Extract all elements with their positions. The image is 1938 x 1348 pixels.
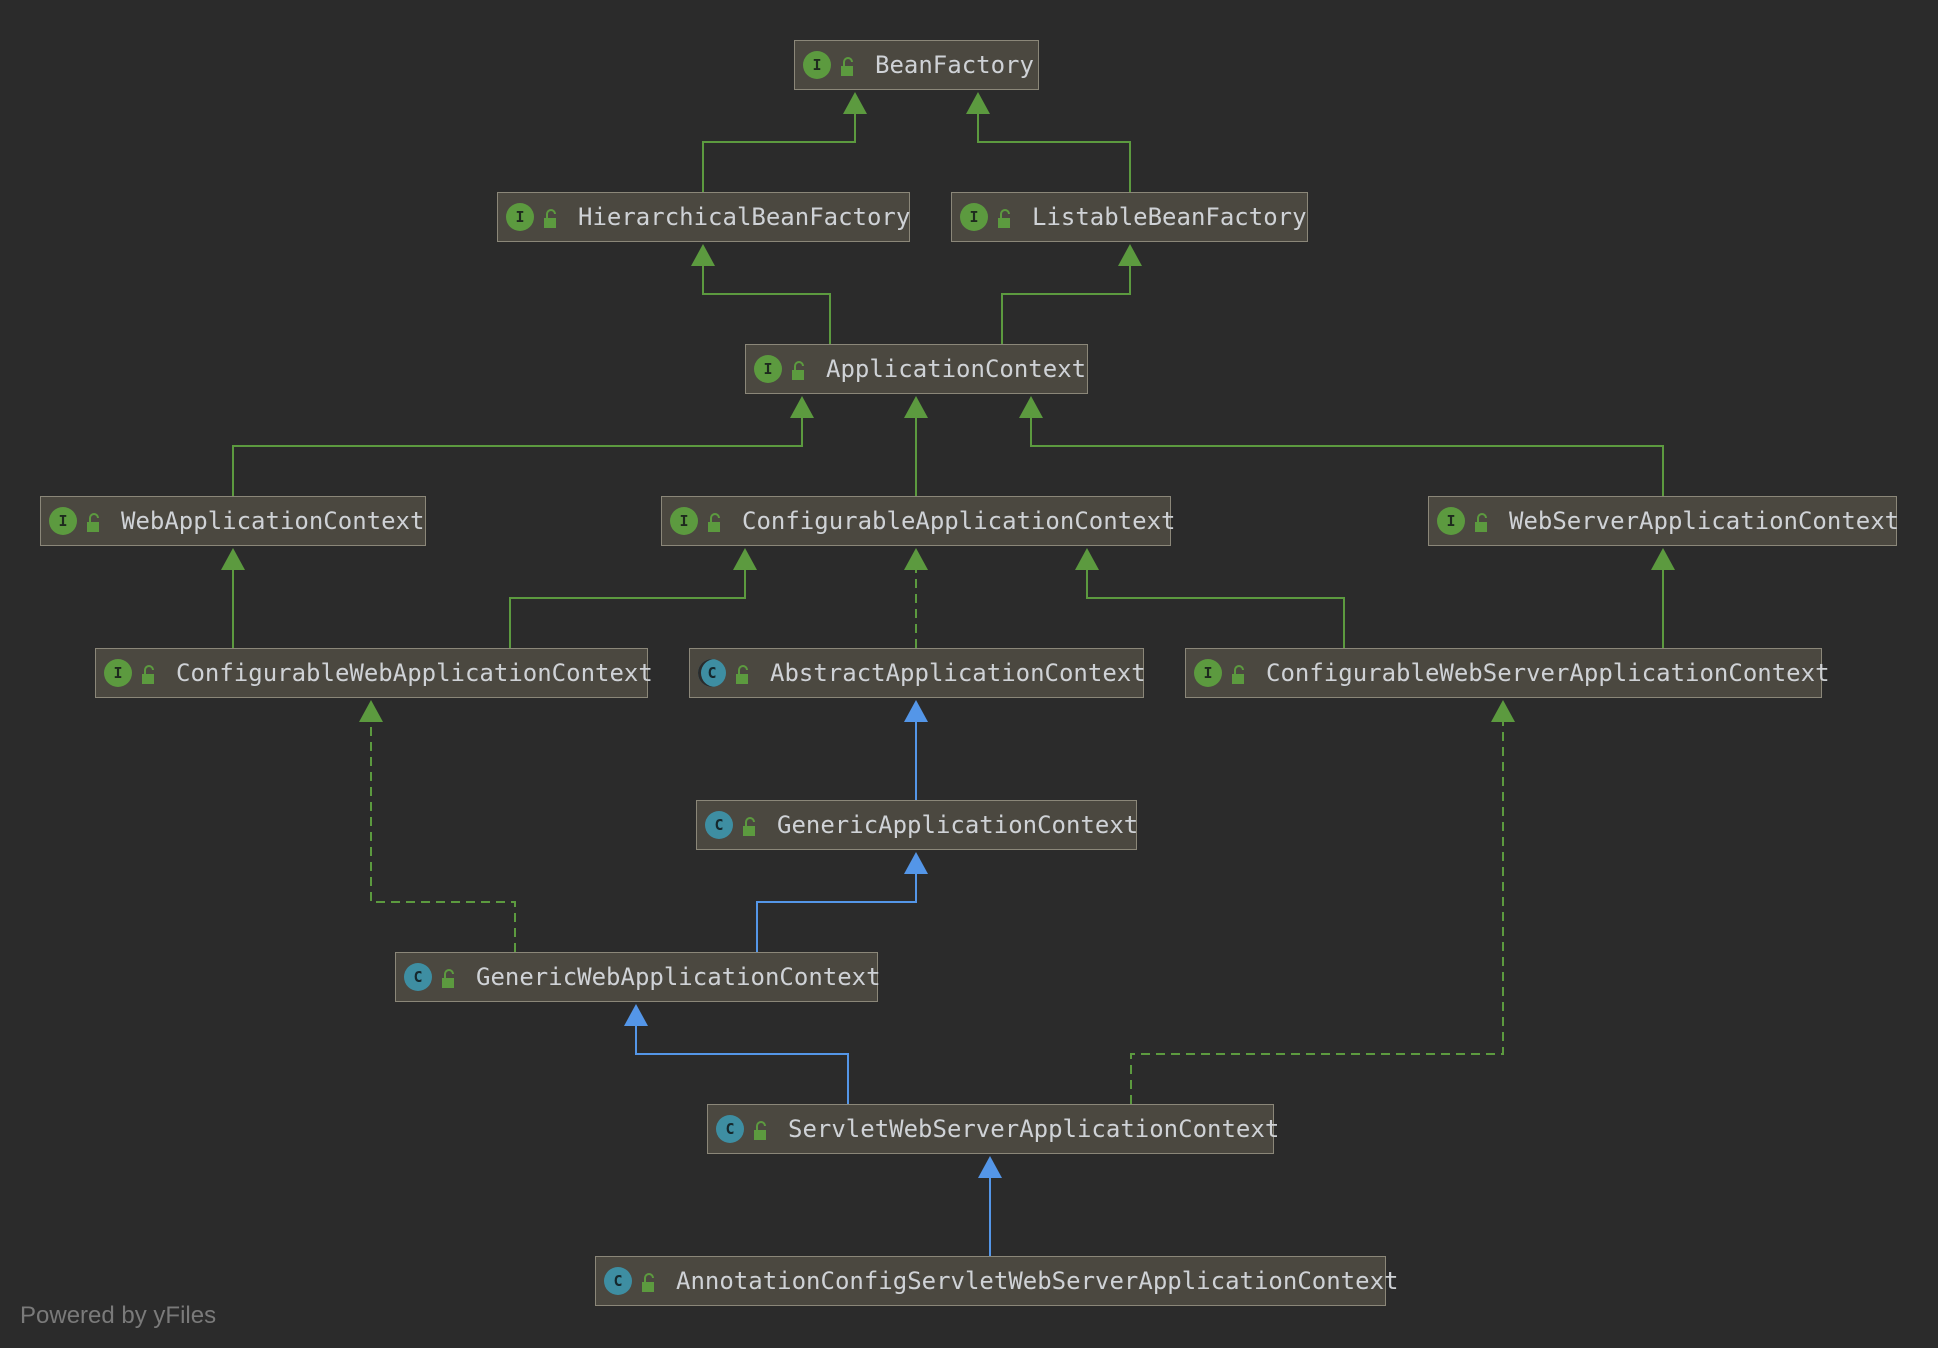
class-node-configurable-application-context[interactable]: I ConfigurableApplicationContext: [661, 496, 1175, 546]
class-node-label: WebServerApplicationContext: [1509, 507, 1900, 535]
class-node-hierarchical-bean-factory[interactable]: I HierarchicalBeanFactory: [497, 192, 910, 242]
arrowhead: [966, 92, 990, 114]
interface-icon: I: [1194, 659, 1222, 687]
class-node-annotation-config-servlet-web-server-application-context[interactable]: C AnnotationConfigServletWebServerApplica…: [595, 1256, 1398, 1306]
class-node-listable-bean-factory[interactable]: I ListableBeanFactory: [951, 192, 1308, 242]
inheritance-edge-extends-interface: [702, 266, 831, 344]
class-node-bean-factory[interactable]: I BeanFactory: [794, 40, 1039, 90]
public-lock-icon: [734, 663, 752, 684]
public-lock-icon: [1473, 511, 1491, 532]
arrowhead: [904, 700, 928, 722]
public-lock-icon: [741, 815, 759, 836]
class-node-label: ServletWebServerApplicationContext: [788, 1115, 1280, 1143]
class-node-label: BeanFactory: [875, 51, 1034, 79]
public-lock-icon: [140, 663, 158, 684]
class-node-label: ConfigurableWebServerApplicationContext: [1266, 659, 1830, 687]
interface-icon: I: [49, 507, 77, 535]
class-node-configurable-web-server-application-context[interactable]: I ConfigurableWebServerApplicationContext: [1185, 648, 1830, 698]
inheritance-edge-extends-interface: [509, 570, 746, 648]
arrowhead: [1651, 548, 1675, 570]
abstract-class-icon: C: [698, 659, 726, 687]
class-node-label: GenericApplicationContext: [777, 811, 1139, 839]
interface-icon: I: [803, 51, 831, 79]
interface-icon: I: [960, 203, 988, 231]
class-icon: C: [604, 1267, 632, 1295]
arrowhead: [904, 396, 928, 418]
arrowhead: [733, 548, 757, 570]
public-lock-icon: [85, 511, 103, 532]
interface-icon: I: [1437, 507, 1465, 535]
class-node-label: GenericWebApplicationContext: [476, 963, 881, 991]
class-node-generic-application-context[interactable]: C GenericApplicationContext: [696, 800, 1139, 850]
inheritance-edge-extends-interface: [702, 114, 856, 192]
public-lock-icon: [839, 55, 857, 76]
class-node-label: HierarchicalBeanFactory: [578, 203, 911, 231]
inheritance-edge-extends-class: [635, 1026, 849, 1104]
class-node-application-context[interactable]: I ApplicationContext: [745, 344, 1088, 394]
arrowhead: [1019, 396, 1043, 418]
arrowhead: [978, 1156, 1002, 1178]
public-lock-icon: [640, 1271, 658, 1292]
class-node-label: WebApplicationContext: [121, 507, 425, 535]
inheritance-edge-extends-interface: [977, 114, 1131, 192]
arrowhead: [691, 244, 715, 266]
class-node-generic-web-application-context[interactable]: C GenericWebApplicationContext: [395, 952, 881, 1002]
arrowhead: [359, 700, 383, 722]
class-node-abstract-application-context[interactable]: C AbstractApplicationContext: [689, 648, 1146, 698]
inheritance-edge-extends-interface: [1001, 266, 1131, 344]
inheritance-edge-extends-interface: [1030, 418, 1664, 496]
inheritance-edge-extends-interface: [232, 418, 803, 496]
class-node-label: ListableBeanFactory: [1032, 203, 1307, 231]
public-lock-icon: [542, 207, 560, 228]
interface-icon: I: [754, 355, 782, 383]
inheritance-edge-implements: [370, 722, 516, 952]
arrowhead: [1075, 548, 1099, 570]
interface-icon: I: [104, 659, 132, 687]
class-node-label: AbstractApplicationContext: [770, 659, 1146, 687]
public-lock-icon: [706, 511, 724, 532]
public-lock-icon: [752, 1119, 770, 1140]
class-node-label: ConfigurableApplicationContext: [742, 507, 1176, 535]
public-lock-icon: [1230, 663, 1248, 684]
class-node-servlet-web-server-application-context[interactable]: C ServletWebServerApplicationContext: [707, 1104, 1279, 1154]
arrowhead: [221, 548, 245, 570]
inheritance-edge-implements: [1130, 722, 1504, 1104]
arrowhead: [904, 852, 928, 874]
inheritance-edge-extends-interface: [1086, 570, 1345, 648]
class-node-label: ApplicationContext: [826, 355, 1087, 383]
arrowhead: [843, 92, 867, 114]
class-icon: C: [404, 963, 432, 991]
class-icon: C: [705, 811, 733, 839]
arrowhead: [904, 548, 928, 570]
class-icon: C: [716, 1115, 744, 1143]
powered-by-footer: Powered by yFiles: [20, 1302, 217, 1329]
class-node-label: AnnotationConfigServletWebServerApplicat…: [676, 1267, 1399, 1295]
arrowhead: [1491, 700, 1515, 722]
public-lock-icon: [996, 207, 1014, 228]
arrowhead: [790, 396, 814, 418]
class-node-configurable-web-application-context[interactable]: I ConfigurableWebApplicationContext: [95, 648, 653, 698]
public-lock-icon: [440, 967, 458, 988]
class-node-web-server-application-context[interactable]: I WebServerApplicationContext: [1428, 496, 1900, 546]
interface-icon: I: [670, 507, 698, 535]
arrowhead: [624, 1004, 648, 1026]
class-node-web-application-context[interactable]: I WebApplicationContext: [40, 496, 426, 546]
interface-icon: I: [506, 203, 534, 231]
inheritance-edge-extends-class: [756, 874, 917, 952]
arrowhead: [1118, 244, 1142, 266]
public-lock-icon: [790, 359, 808, 380]
class-node-label: ConfigurableWebApplicationContext: [176, 659, 653, 687]
